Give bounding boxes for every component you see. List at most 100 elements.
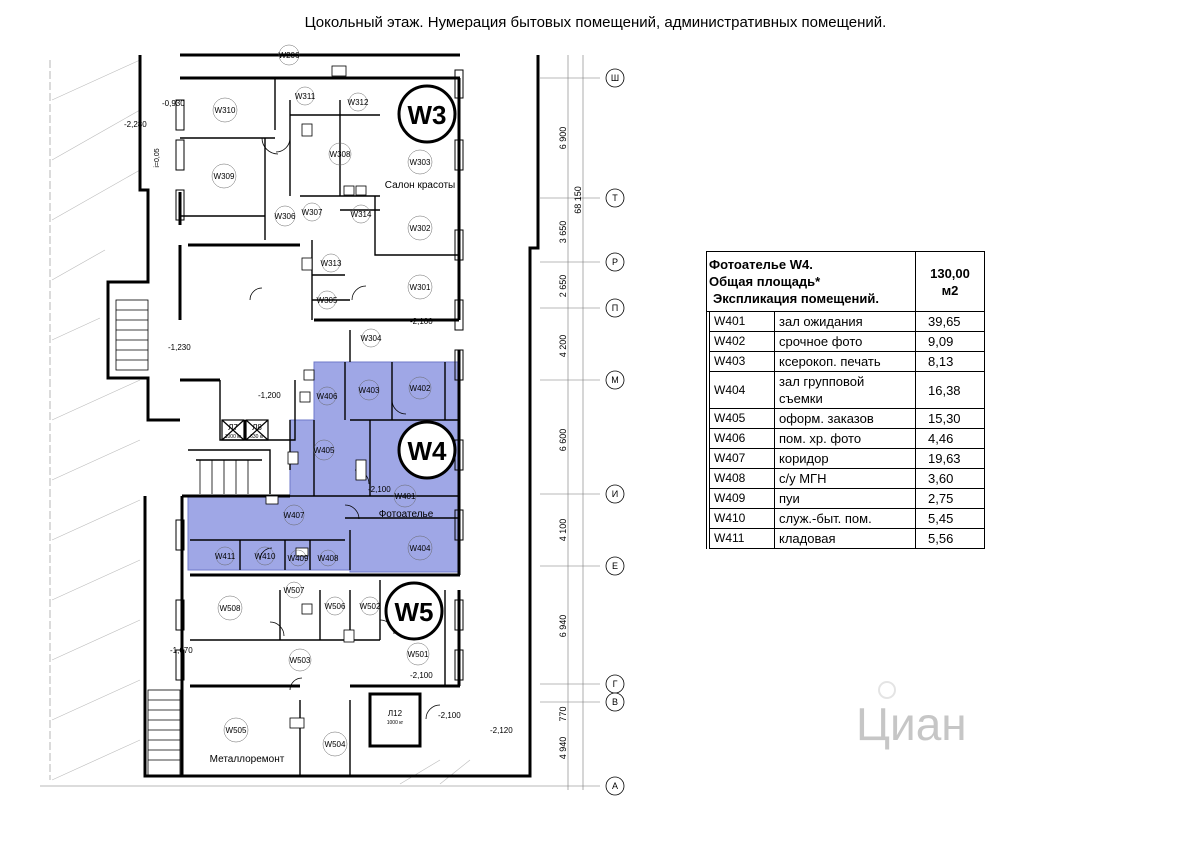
- explication-room-area: 19,63: [915, 448, 985, 469]
- room-w311: W311: [295, 92, 316, 101]
- explication-total-area: 130,00 м2: [915, 251, 985, 312]
- axis-label-a: А: [612, 781, 618, 791]
- lift-label: Л8: [252, 423, 262, 432]
- lift-load: 1000 кг: [387, 720, 404, 726]
- dim-6900: 6 900: [558, 127, 568, 150]
- unit-caption-w3: Салон красоты: [385, 180, 455, 191]
- lift-shafts: [221, 419, 269, 441]
- explication-room-area: 5,45: [915, 508, 985, 529]
- page-title: Цокольный этаж. Нумерация бытовых помеще…: [304, 14, 887, 31]
- room-w501: W501: [408, 650, 429, 659]
- dim-4940: 4 940: [558, 737, 568, 760]
- explication-room-name: оформ. заказов: [774, 408, 916, 429]
- room-w405: W405: [314, 446, 335, 455]
- room-w408: W408: [318, 554, 339, 563]
- room-w404: W404: [410, 544, 431, 553]
- lift-load: 630 кг: [250, 434, 264, 440]
- axis-label-e: Е: [612, 561, 618, 571]
- level-mark: -0,930: [162, 99, 185, 108]
- explication-room-number: W409: [709, 488, 775, 509]
- level-mark: -1,230: [168, 343, 191, 352]
- explication-room-name: ксерокоп. печать: [774, 351, 916, 372]
- room-w503: W503: [290, 656, 311, 665]
- room-markers: [211, 44, 433, 757]
- room-w312: W312: [348, 98, 369, 107]
- explication-room-name: зал ожидания: [774, 311, 916, 332]
- dim-overall: 68 150: [573, 186, 583, 214]
- explication-room-area: 9,09: [915, 331, 985, 352]
- level-mark: -2,100: [368, 485, 391, 494]
- room-w310: W310: [215, 106, 236, 115]
- room-w308: W308: [330, 150, 351, 159]
- axis-label-p: П: [612, 303, 618, 313]
- axis-label-v: В: [612, 697, 618, 707]
- room-w314: W314: [351, 210, 372, 219]
- explication-room-area: 39,65: [915, 311, 985, 332]
- axis-label-r: Р: [612, 257, 618, 267]
- room-w301: W301: [410, 283, 431, 292]
- room-w307: W307: [302, 208, 323, 217]
- room-w303: W303: [410, 158, 431, 167]
- explication-header-line3: Экспликация помещений.: [713, 291, 879, 306]
- explication-room-area: 4,46: [915, 428, 985, 449]
- axis-label-g: Г: [613, 679, 618, 689]
- axis-label-m: М: [611, 375, 619, 385]
- room-w407: W407: [284, 511, 305, 520]
- dim-3650: 3 650: [558, 221, 568, 244]
- explication-room-name: служ.-быт. пом.: [774, 508, 916, 529]
- room-w504: W504: [325, 740, 346, 749]
- watermark: Циан: [856, 681, 967, 750]
- explication-room-name: кладовая: [774, 528, 916, 549]
- equipment-boxes: [265, 65, 367, 729]
- room-w309: W309: [214, 172, 235, 181]
- room-w302: W302: [410, 224, 431, 233]
- explication-room-name: срочное фото: [774, 331, 916, 352]
- axis-bubbles: [605, 68, 625, 796]
- unit-badges: [384, 84, 457, 641]
- axis-label-t: Т: [612, 193, 618, 203]
- unit-badge-w5: W5: [395, 597, 434, 627]
- level-mark: -2,100: [410, 671, 433, 680]
- room-w502: W502: [360, 602, 381, 611]
- partitions: [180, 78, 459, 776]
- room-w506: W506: [325, 602, 346, 611]
- room-w507: W507: [284, 586, 305, 595]
- explication-room-number: W403: [709, 351, 775, 372]
- room-w401: W401: [395, 492, 416, 501]
- room-w306: W306: [275, 212, 296, 221]
- level-mark: -2,100: [438, 711, 461, 720]
- dim-2650: 2 650: [558, 275, 568, 298]
- explication-header-line2: Общая площадь*: [709, 274, 821, 289]
- explication-room-name: коридор: [774, 448, 916, 469]
- explication-room-number: W407: [709, 448, 775, 469]
- explication-room-area: 2,75: [915, 488, 985, 509]
- room-w409: W409: [288, 554, 309, 563]
- explication-room-number: W408: [709, 468, 775, 489]
- watermark-text: Циан: [856, 698, 967, 750]
- dim-6600: 6 600: [558, 429, 568, 452]
- room-w505: W505: [226, 726, 247, 735]
- level-mark: -2,280: [124, 120, 147, 129]
- explication-room-name: пом. хр. фото: [774, 428, 916, 449]
- unit-badge-w3: W3: [408, 100, 447, 130]
- walls: [106, 53, 540, 778]
- explication-room-area: 16,38: [915, 371, 985, 409]
- explication-header-line1: Фотоателье W4.: [709, 257, 813, 272]
- explication-room-number: W406: [709, 428, 775, 449]
- explication-room-name: пуи: [774, 488, 916, 509]
- room-w406: W406: [317, 392, 338, 401]
- stairs: [115, 299, 249, 777]
- unit-caption-w5: Металлоремонт: [210, 754, 285, 765]
- lift-label: Л7: [228, 423, 238, 432]
- explication-room-area: 3,60: [915, 468, 985, 489]
- lift-load: 1000 кг: [225, 434, 242, 440]
